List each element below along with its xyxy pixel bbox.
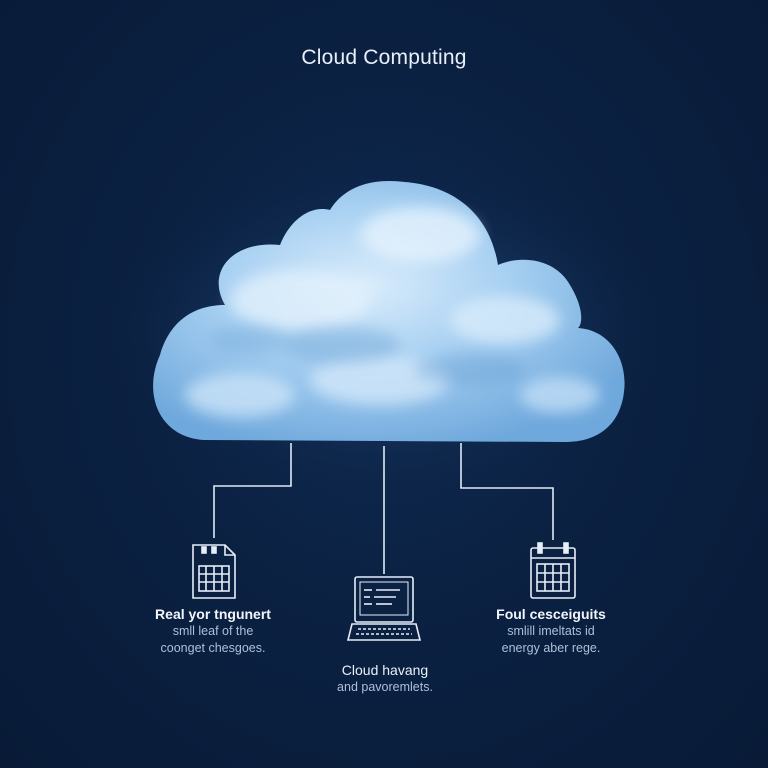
- diagram-title: Cloud Computing: [301, 46, 467, 69]
- node-right-heading: Foul cesceiguits: [496, 606, 606, 622]
- cloud-icon: [153, 180, 625, 442]
- node-left-heading: Real yor tngunert: [155, 606, 271, 622]
- calendar-icon: [530, 542, 576, 599]
- connector-left: [213, 443, 292, 538]
- node-right-line-2: energy aber rege.: [501, 641, 601, 655]
- node-center-caption: Cloud havang and pavoremlets.: [300, 662, 470, 696]
- node-right-caption: Foul cesceiguits smlill imeltats id ener…: [466, 606, 636, 657]
- document-spreadsheet-icon: [192, 544, 236, 599]
- connector-right: [460, 443, 554, 540]
- node-left-line-2: coonget chesgoes.: [160, 641, 266, 655]
- node-center-line-1: and pavoremlets.: [337, 680, 433, 694]
- node-left-line-1: smll leaf of the: [172, 624, 254, 638]
- laptop-icon: [346, 576, 422, 641]
- node-center-heading: Cloud havang: [341, 662, 429, 678]
- node-left-caption: Real yor tngunert smll leaf of the coong…: [128, 606, 298, 657]
- node-right-line-1: smlill imeltats id: [507, 624, 595, 638]
- connector-lines: [213, 443, 554, 574]
